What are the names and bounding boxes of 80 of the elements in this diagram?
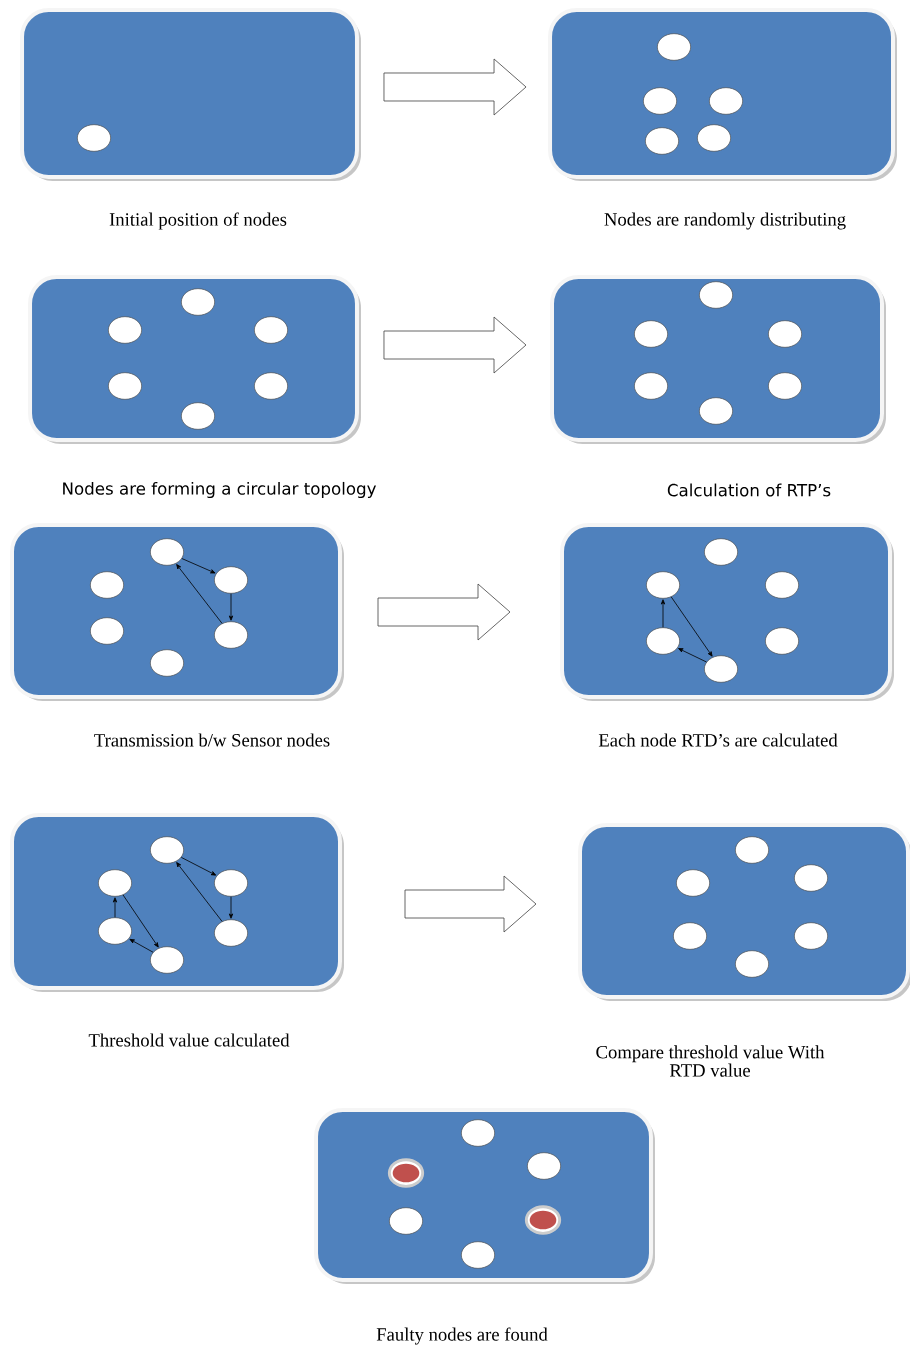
arrow: [122, 894, 159, 948]
arrow: [129, 938, 154, 953]
arrow: [660, 599, 666, 628]
block-arrow: [383, 316, 527, 374]
arrow: [228, 896, 234, 919]
sensor-node: [646, 571, 680, 599]
arrow: [176, 862, 223, 922]
arrow: [678, 648, 707, 663]
sensor-node: [181, 402, 215, 430]
sensor-node: [98, 869, 132, 897]
sensor-node: [704, 538, 738, 566]
panel: [10, 523, 344, 701]
sensor-node: [673, 922, 707, 950]
caption: Transmission b/w Sensor nodes: [94, 733, 330, 747]
caption: Nodes are randomly distributing: [604, 212, 846, 230]
sensor-node: [181, 288, 215, 316]
sensor-node: [645, 127, 679, 155]
sensor-node: [699, 281, 733, 309]
sensor-node: [214, 566, 248, 594]
panel: [28, 275, 361, 444]
sensor-node: [634, 372, 668, 400]
block-arrow: [404, 875, 537, 933]
sensor-node: [214, 869, 248, 897]
sensor-node: [389, 1207, 423, 1235]
sensor-node: [461, 1241, 495, 1269]
sensor-node: [108, 372, 142, 400]
panel: [314, 1108, 655, 1284]
sensor-node: [794, 922, 828, 950]
caption: Threshold value calculated: [88, 1033, 290, 1047]
sensor-node: [150, 649, 184, 677]
sensor-node: [90, 571, 124, 599]
arrow: [112, 897, 118, 918]
sensor-node: [643, 87, 677, 115]
sensor-node: [768, 372, 802, 400]
sensor-node: [735, 836, 769, 864]
caption: Faulty nodes are found: [376, 1327, 548, 1345]
sensor-node: [704, 655, 738, 683]
arrow: [180, 857, 217, 876]
panel: [560, 523, 894, 701]
arrow: [176, 564, 223, 624]
panel: [10, 812, 344, 992]
sensor-node: [214, 919, 248, 947]
sensor-node: [150, 946, 184, 974]
sensor-node: [794, 864, 828, 892]
block-arrow: [377, 583, 511, 641]
sensor-node: [735, 950, 769, 978]
sensor-node: [709, 87, 743, 115]
panel: [550, 275, 886, 444]
sensor-node: [676, 869, 710, 897]
caption: Each node RTD’s are calculated: [598, 733, 838, 747]
panel: [20, 8, 361, 181]
sensor-node: [90, 617, 124, 645]
sensor-node: [254, 316, 288, 344]
sensor-node: [765, 571, 799, 599]
sensor-node: [527, 1152, 561, 1180]
sensor-node: [108, 316, 142, 344]
sensor-node: [765, 627, 799, 655]
panel: [578, 823, 910, 1001]
sensor-node: [697, 124, 731, 152]
block-arrow: [383, 58, 527, 116]
sensor-node: [150, 836, 184, 864]
sensor-node: [768, 320, 802, 348]
arrow: [228, 593, 234, 621]
sensor-node: [254, 372, 288, 400]
arrow: [181, 558, 216, 574]
sensor-node: [699, 397, 733, 425]
panel: [548, 8, 897, 181]
sensor-node: [98, 917, 132, 945]
caption: Nodes are forming a circular topology: [63, 481, 376, 499]
sensor-node: [214, 621, 248, 649]
arrow: [670, 596, 713, 657]
caption: Compare threshold value With RTD value: [596, 1045, 825, 1077]
sensor-node: [646, 627, 680, 655]
sensor-node: [77, 124, 111, 152]
caption: Initial position of nodes: [109, 212, 287, 230]
sensor-node: [150, 538, 184, 566]
sensor-node: [634, 320, 668, 348]
sensor-node: [461, 1119, 495, 1147]
caption: Calculation of RTP’s: [667, 483, 831, 497]
sensor-node: [657, 33, 691, 61]
